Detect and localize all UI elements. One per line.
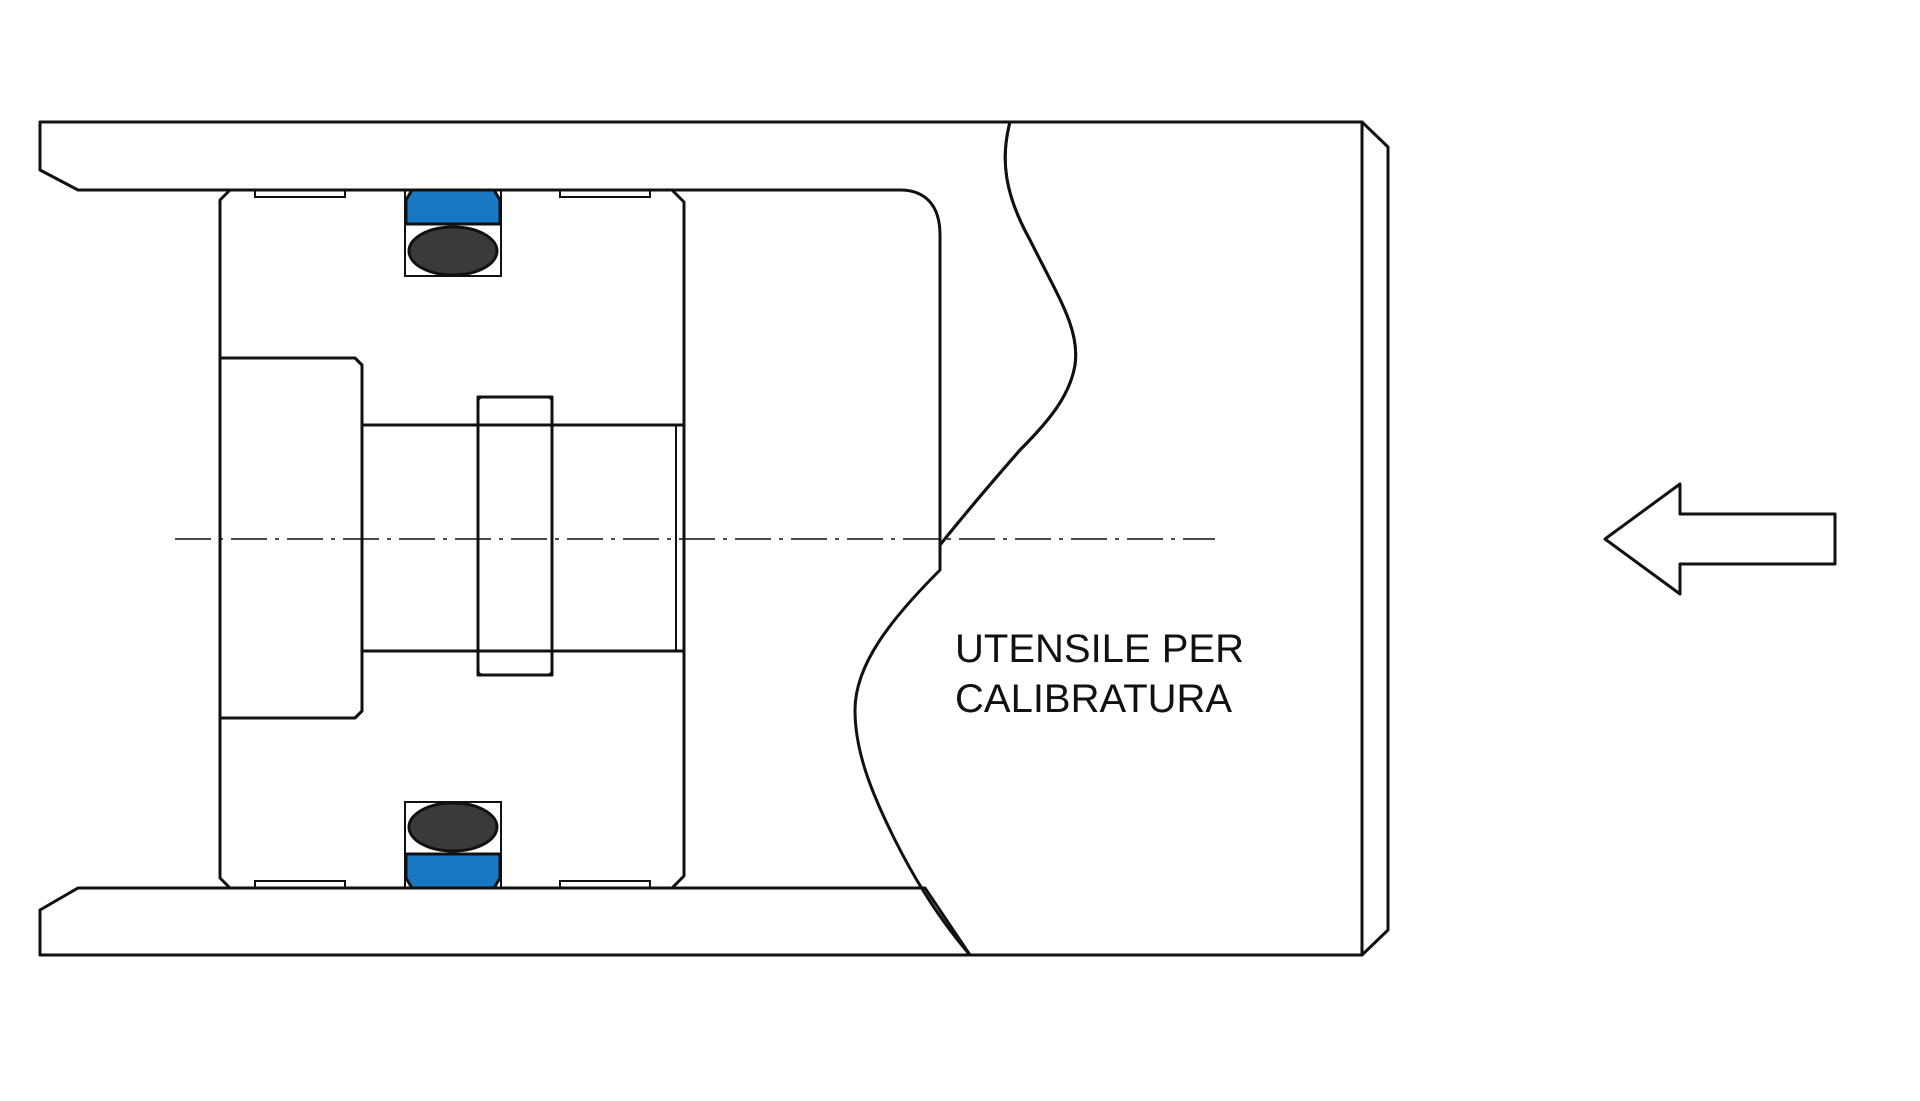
guide-slot-top-right <box>559 190 651 198</box>
calibration-tool <box>853 120 1364 957</box>
piston-bore-large <box>218 356 364 720</box>
tool-label-line-2: CALIBRATURA <box>955 677 1232 721</box>
o-ring-top <box>407 225 499 277</box>
seal-top <box>404 188 502 277</box>
housing-bottom-wall <box>38 886 972 957</box>
rod-collar <box>476 395 554 677</box>
seal-ring-bottom <box>404 852 502 890</box>
arrow-left-icon <box>1603 482 1837 596</box>
piston-bore-small <box>360 423 686 653</box>
tool-label-line-1: UTENSILE PER <box>955 627 1244 671</box>
tool-end-face <box>1360 120 1390 957</box>
seal-ring-top <box>404 188 502 226</box>
o-ring-bottom <box>407 801 499 853</box>
guide-slot-top-left <box>254 190 346 198</box>
housing-top-wall <box>38 120 1078 547</box>
guide-slot-bottom-right <box>559 880 651 888</box>
guide-slot-bottom-left <box>254 880 346 888</box>
seal-bottom <box>404 801 502 890</box>
